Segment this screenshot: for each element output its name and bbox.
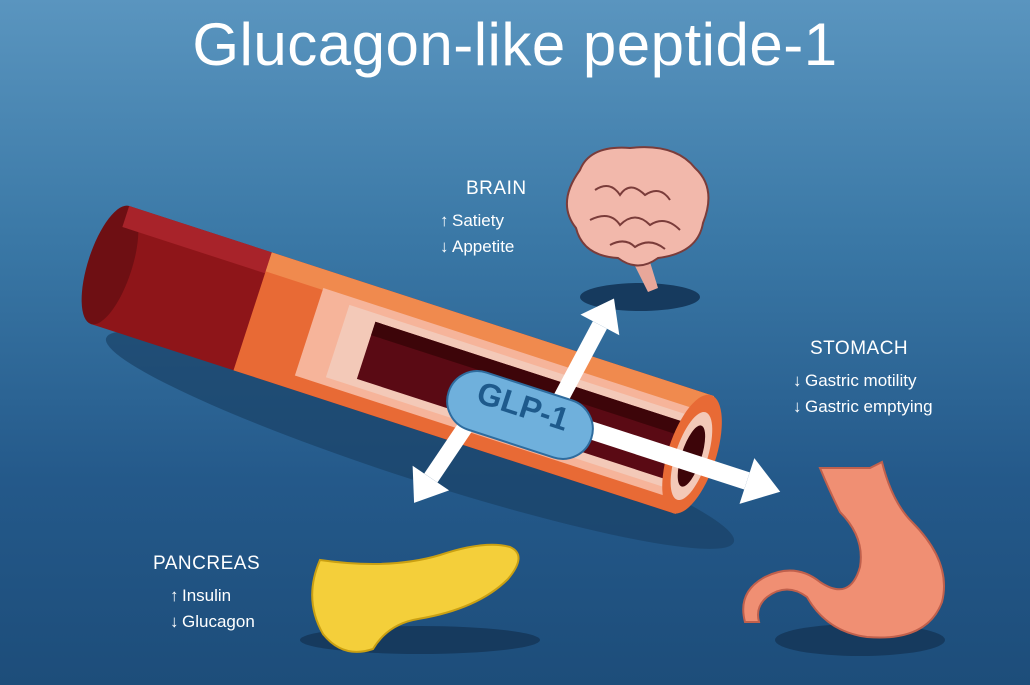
arrow-to-pancreas <box>412 415 477 503</box>
stomach-heading: STOMACH <box>810 338 909 359</box>
effect-text: Glucagon <box>182 612 255 631</box>
pancreas-icon <box>311 543 520 653</box>
brain-heading: BRAIN <box>466 178 527 199</box>
effect-text: Appetite <box>452 237 515 256</box>
arrow-to-stomach <box>587 421 781 504</box>
stomach-effect: ↓Gastric motility <box>793 368 933 394</box>
down-arrow-icon: ↓ <box>793 397 802 416</box>
arrows <box>412 298 781 504</box>
pancreas-effect: ↓Glucagon <box>170 609 260 635</box>
pancreas-heading: PANCREAS <box>153 553 261 574</box>
down-arrow-icon: ↓ <box>440 237 449 256</box>
effect-text: Insulin <box>182 586 232 605</box>
glp1-pill <box>446 370 594 460</box>
up-arrow-icon: ↑ <box>170 586 179 605</box>
effect-text: Gastric motility <box>805 371 917 390</box>
page-title: Glucagon-like peptide-1 <box>192 11 838 78</box>
stomach-icon <box>742 460 945 639</box>
up-arrow-icon: ↑ <box>440 211 449 230</box>
pancreas-effect: ↑Insulin <box>170 583 260 609</box>
brain-icon <box>565 146 710 292</box>
brain-effect: ↑Satiety <box>440 208 527 234</box>
effect-text: Satiety <box>452 211 504 230</box>
tube-shadow <box>105 331 735 549</box>
brain-label: BRAIN ↑Satiety ↓Appetite <box>440 178 527 260</box>
stomach-label: STOMACH ↓Gastric motility ↓Gastric empty… <box>793 338 933 420</box>
effect-text: Gastric emptying <box>805 397 933 416</box>
stomach-effect: ↓Gastric emptying <box>793 394 933 420</box>
arrow-to-brain <box>552 298 620 404</box>
pancreas-label: PANCREAS ↑Insulin ↓Glucagon <box>153 553 260 635</box>
down-arrow-icon: ↓ <box>793 371 802 390</box>
down-arrow-icon: ↓ <box>170 612 179 631</box>
brain-effect: ↓Appetite <box>440 234 527 260</box>
